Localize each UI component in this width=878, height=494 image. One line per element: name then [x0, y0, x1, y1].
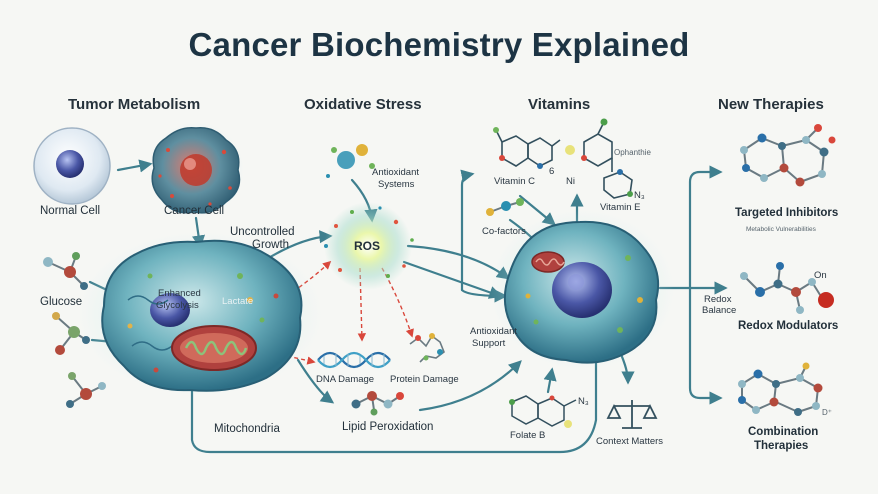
section-title-oxidative-stress: Oxidative Stress: [304, 96, 422, 113]
label-glucose: Glucose: [40, 296, 83, 308]
chem-label-ni: Ni: [566, 176, 575, 187]
dna-helix-graphic: [317, 351, 391, 369]
arrow-to-combination: [688, 286, 723, 405]
label-vitamin-e: Vitamin E: [600, 202, 641, 213]
tumor-cell-graphic: [78, 232, 322, 396]
label-metabolic-vulnerabilities: Metabolic Vulnerabilities: [746, 226, 816, 233]
label-context-matters: Context Matters: [596, 436, 664, 447]
chem-label-n3-folate: N₃: [578, 396, 589, 407]
lipid-molecule: [351, 391, 404, 416]
vitamin-c-atoms: [493, 127, 575, 169]
label-antioxidant-support-line1: Antioxidant: [470, 326, 518, 337]
label-dna-damage: DNA Damage: [316, 374, 375, 385]
balance-scale-icon: [606, 400, 658, 429]
mitochondrion-graphic: [171, 325, 257, 371]
arrow-lipid-to-cell: [418, 360, 522, 412]
chem-label-d: D⁺: [822, 408, 832, 417]
label-uncontrolled-line2: Growth: [252, 239, 290, 251]
combination-molecule: [738, 362, 823, 416]
cancer-cell-graphic: [148, 122, 244, 218]
vitamin-e-structure: [583, 121, 633, 199]
section-title-tumor-metabolism: Tumor Metabolism: [68, 96, 201, 113]
redox-modulator-molecule: [740, 262, 834, 314]
chem-label-n3-top: N₃: [634, 190, 645, 201]
label-vitamin-c: Vitamin C: [494, 176, 536, 187]
vitamin-c-structure: [495, 129, 561, 167]
chem-label-6: 6: [549, 166, 555, 177]
label-redox-balance-line1: Redox: [704, 294, 732, 305]
label-enhanced-line1: Enhanced: [158, 288, 201, 299]
arrow-to-targeted: [688, 165, 723, 290]
section-title-vitamins: Vitamins: [528, 96, 591, 113]
label-protein-damage: Protein Damage: [390, 374, 459, 385]
protein-damage-graphic: [409, 333, 445, 363]
arrow-branch-up: [460, 169, 475, 292]
label-cofactors: Co-factors: [482, 226, 526, 237]
glucose-molecules: [43, 252, 106, 408]
label-antioxidant-systems-line1: Antioxidant: [372, 167, 420, 178]
label-lipid-peroxidation: Lipid Peroxidation: [342, 421, 434, 433]
label-targeted-inhibitors: Targeted Inhibitors: [735, 207, 839, 219]
label-mitochondria: Mitochondria: [214, 423, 280, 435]
section-title-new-therapies: New Therapies: [718, 96, 824, 113]
antioxidant-orbs: [326, 144, 375, 178]
chem-label-on: On: [814, 270, 827, 281]
arrow-cell-to-lipid: [296, 358, 335, 404]
label-antioxidant-systems-line2: Systems: [378, 179, 415, 190]
chem-label-pthalic: Ophanthie: [614, 148, 651, 157]
label-normal-cell: Normal Cell: [40, 205, 101, 217]
label-folate-b: Folate B: [510, 430, 546, 441]
folate-atoms: [509, 395, 572, 428]
label-combination-line2: Therapies: [754, 440, 809, 452]
label-enhanced-line2: Glycolysis: [156, 300, 199, 311]
label-uncontrolled-line1: Uncontrolled: [230, 226, 295, 238]
arrow-normal-to-cancer: [116, 159, 153, 173]
arrow-ros-to-vitamins-2: [402, 260, 503, 299]
label-cancer-cell: Cancer Cell: [164, 205, 225, 217]
normal-cell-graphic: [33, 127, 111, 205]
label-ros: ROS: [354, 239, 381, 253]
ros-burst: [324, 202, 414, 290]
label-redox-balance-line2: Balance: [702, 305, 737, 316]
central-cell-graphic: [490, 210, 674, 370]
arrow-folate-updown: [543, 367, 557, 394]
label-antioxidant-support-line2: Support: [472, 338, 506, 349]
vitamin-e-atoms: [581, 118, 633, 197]
label-combination-line1: Combination: [748, 426, 819, 438]
label-redox-modulators: Redox Modulators: [738, 320, 839, 332]
targeted-inhibitor-molecule: [740, 124, 836, 187]
label-lactate: Lactate: [222, 296, 254, 307]
page-title: Cancer Biochemistry Explained: [188, 26, 690, 63]
arrow-bottom-loop: [190, 347, 603, 454]
cofactor-molecule: [486, 198, 524, 216]
